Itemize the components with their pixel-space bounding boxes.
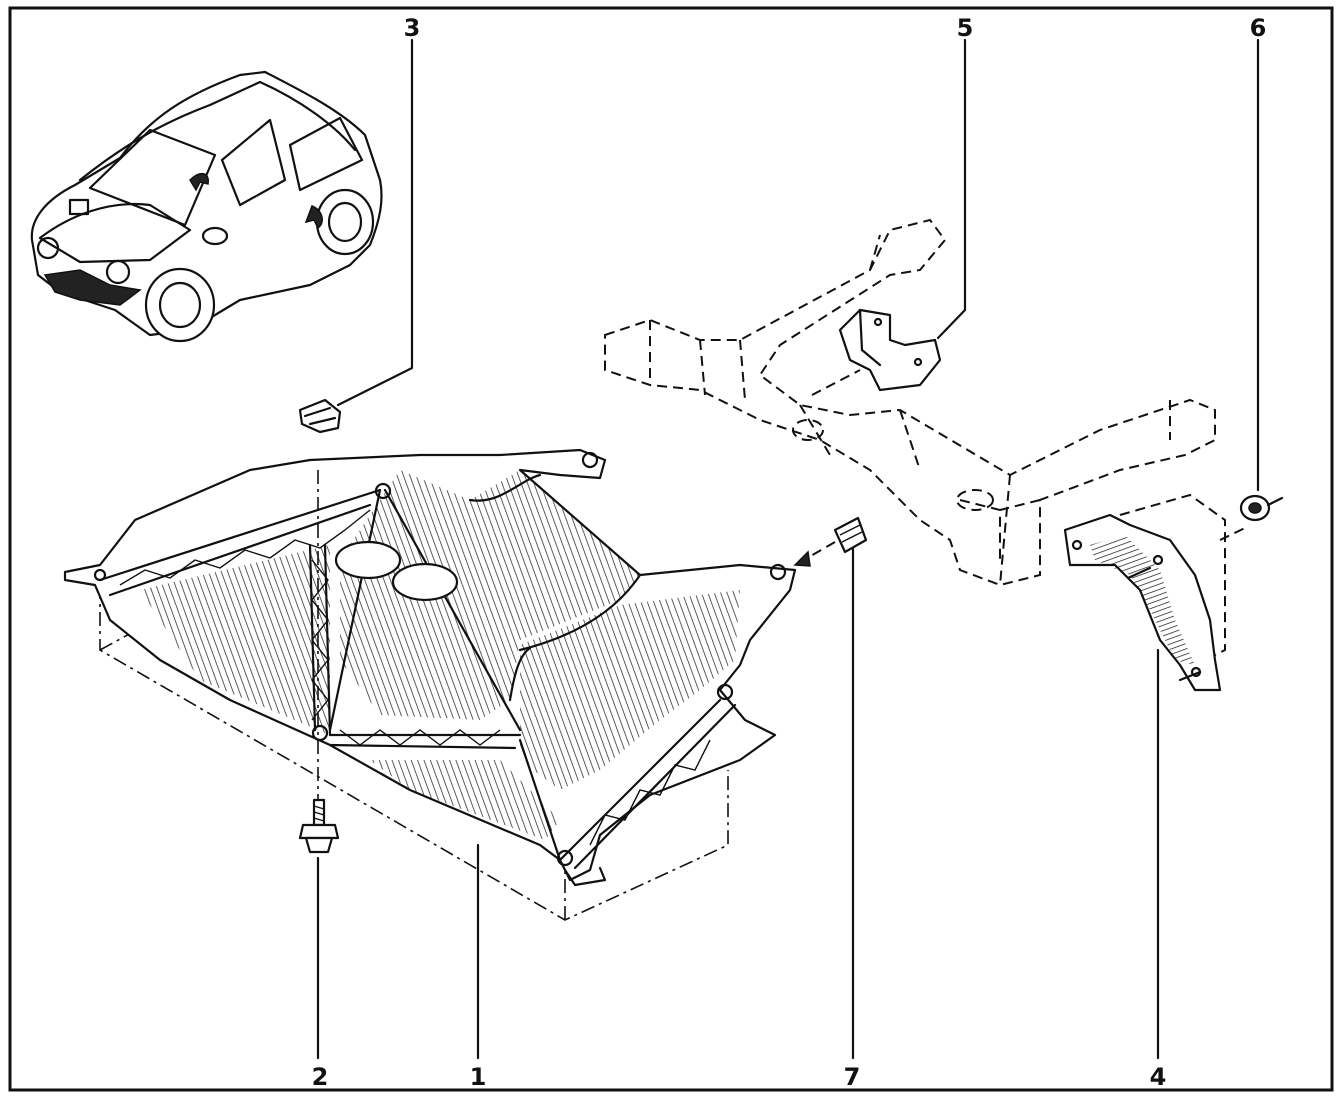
callout-3: 3 [404, 14, 421, 42]
side-deflector-part [1063, 493, 1246, 692]
bolt-part [298, 470, 340, 854]
callout-6: 6 [1250, 14, 1267, 42]
car-location-thumbnail [30, 70, 383, 343]
callout-5: 5 [957, 14, 974, 42]
callout-7: 7 [844, 1063, 861, 1091]
grommet-part [1239, 494, 1284, 522]
front-subframe-outline [604, 218, 1216, 587]
support-bracket-part [811, 308, 942, 396]
underbody-shield-part [63, 448, 797, 921]
callout-2: 2 [312, 1063, 329, 1091]
clip-part [793, 516, 868, 567]
leader-lines [316, 38, 1260, 1060]
callout-4: 4 [1150, 1063, 1167, 1091]
callout-1: 1 [470, 1063, 487, 1091]
clip-nut-part [298, 398, 342, 434]
diagram-frame [8, 6, 1334, 1092]
